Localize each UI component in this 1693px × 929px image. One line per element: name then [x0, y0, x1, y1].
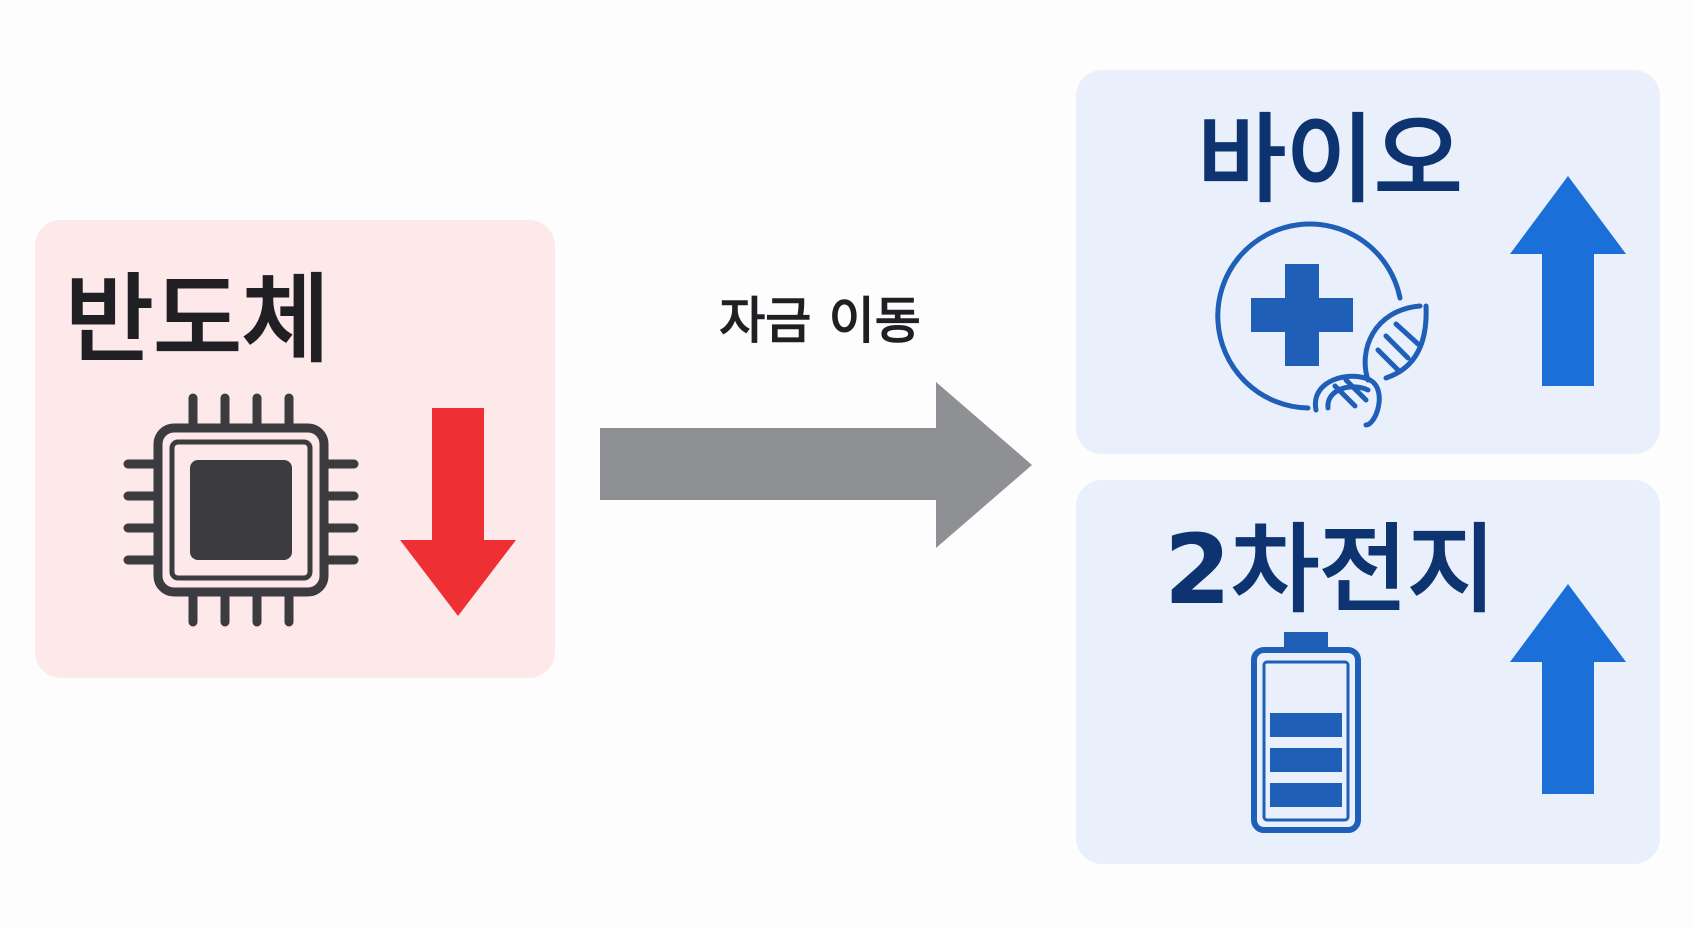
flow-arrow-icon — [600, 382, 1032, 548]
medical-dna-icon — [1215, 221, 1429, 428]
bio-title: 바이오 — [1197, 104, 1463, 216]
battery-up-arrow-icon — [1510, 584, 1626, 794]
battery-icon — [1251, 632, 1361, 833]
battery-title: 2차전지 — [1164, 514, 1496, 626]
bio-up-arrow-icon — [1510, 176, 1626, 386]
chip-icon — [123, 393, 359, 627]
semiconductor-title: 반도체 — [65, 264, 330, 376]
down-arrow-icon — [400, 408, 516, 616]
flow-label: 자금 이동 — [719, 292, 921, 350]
